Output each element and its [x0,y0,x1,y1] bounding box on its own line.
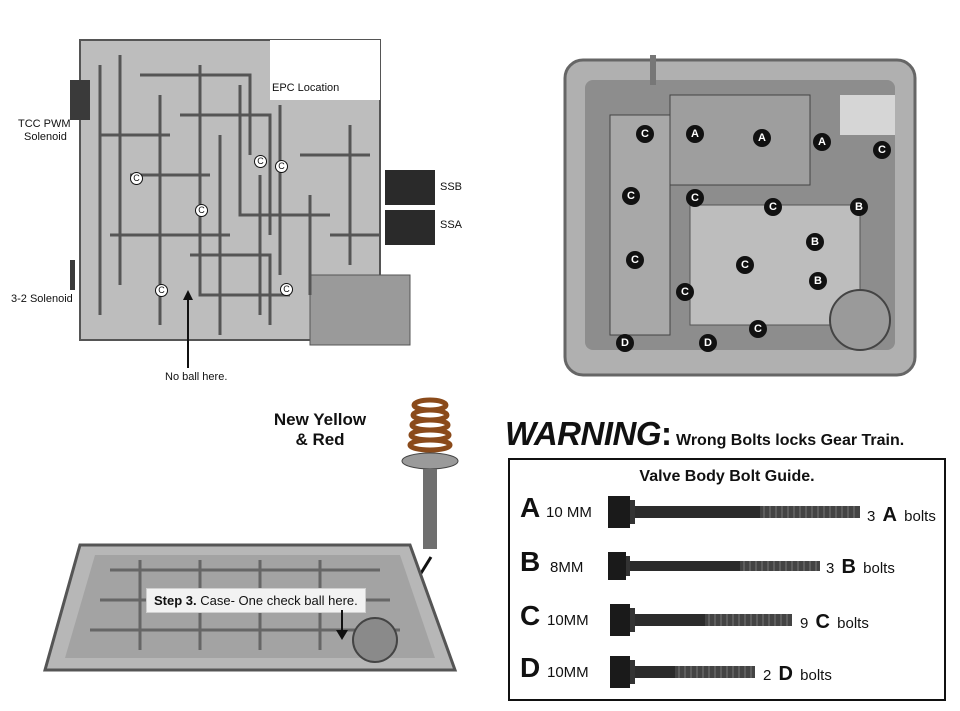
bolt-marker-d: D [616,334,634,352]
bolt-count-number: 3 [867,508,876,525]
tcc-label-line2: Solenoid [24,131,67,143]
no-ball-label: No ball here. [165,371,228,383]
warning-headline: WARNING:Wrong Bolts locks Gear Train. [505,415,904,453]
bolt-marker-c: C [622,187,640,205]
bolt-count: 2 D bolts [763,663,832,686]
bolt-count: 3 B bolts [826,556,895,579]
warning-word: WARNING [505,415,662,452]
bolt-letter: B [520,546,541,577]
no-ball-arrow [183,290,193,368]
bolt-marker-c: C [626,251,644,269]
bolt-a-icon [608,496,860,528]
plate-marker: C [280,283,293,296]
bolt-c-icon [610,604,792,636]
bolt-size: 10MM [547,612,589,629]
spring-caption: New Yellow & Red [260,410,380,450]
bolt-marker-c: C [636,125,654,143]
bolt-count-letter: B [841,556,856,578]
warning-message: Wrong Bolts locks Gear Train. [676,432,905,449]
bolt-size: 8MM [550,559,584,576]
step3-label: Step 3. [154,593,197,608]
bolt-marker-c: C [764,198,782,216]
spring-caption-line1: New Yellow [273,410,367,429]
bolt-marker-c: C [749,320,767,338]
bolt-marker-a: A [753,129,771,147]
spring-valve-illustration [395,395,465,550]
bolt-b-icon [608,552,820,580]
solenoid-3-2-label: 3-2 Solenoid [11,293,73,305]
bolt-marker-d: D [699,334,717,352]
plate-markers: C C C C C C [120,140,320,300]
plate-marker: C [155,284,168,297]
bolt-marker-c: C [686,189,704,207]
bolt-count-letter: C [815,611,830,633]
bolt-count: 3 A bolts [867,504,936,527]
bolt-count: 9 C bolts [800,611,869,634]
bolt-count-number: 3 [826,560,835,577]
bolt-row-c: C 10MM 9 C bolts [510,600,944,640]
ssa-label: SSA [440,219,463,231]
bolt-marker-a: A [686,125,704,143]
bolt-size: 10 MM [546,504,592,521]
plate-marker: C [254,155,267,168]
plate-marker: C [275,160,288,173]
ssb-label: SSB [440,181,463,193]
epc-location-label: EPC Location [272,82,340,94]
bolt-guide-title: Valve Body Bolt Guide. [639,468,815,485]
bolt-count-number: 2 [763,667,772,684]
bolt-size: 10MM [547,664,589,681]
bolt-count-unit: bolts [837,615,869,632]
bolt-letter: C [520,600,541,631]
plate-marker: C [195,204,208,217]
bolt-marker-b: B [850,198,868,216]
tcc-label-line1: TCC PWM [18,118,71,130]
step3-text: Case- One check ball here. [200,593,358,608]
bolt-marker-a: A [813,133,831,151]
bolt-marker-c: C [736,256,754,274]
bolt-row-d: D 10MM 2 D bolts [510,652,944,692]
warning-colon: : [661,415,672,452]
photo-markers: A A A B B B C C C C C C C C C D D [560,55,920,380]
bolt-row-b: B 8MM 3 B bolts [510,546,944,586]
bolt-count-unit: bolts [863,560,895,577]
bolt-letter: D [520,652,541,683]
bolt-d-icon [610,656,755,688]
bolt-letter: A [520,492,541,523]
bolt-guide-panel: Valve Body Bolt Guide. A 10 MM 3 A bolts… [508,458,946,701]
bolt-count-letter: A [882,504,897,526]
check-ball-arrow [336,610,348,640]
step3-callout: Step 3. Case- One check ball here. [146,588,366,613]
bolt-row-a: A 10 MM 3 A bolts [510,492,944,532]
bolt-marker-b: B [809,272,827,290]
tcc-pwm-solenoid-label: TCC PWM Solenoid [18,118,71,144]
bolt-count-unit: bolts [800,667,832,684]
bolt-marker-b: B [806,233,824,251]
spring-caption-line2: & Red [295,430,345,449]
bolt-count-unit: bolts [904,508,936,525]
bolt-marker-c: C [676,283,694,301]
plate-marker: C [130,172,143,185]
bolt-count-number: 9 [800,615,809,632]
valve-body-plate-photo [70,35,440,365]
bolt-count-letter: D [778,663,793,685]
bolt-marker-c: C [873,141,891,159]
